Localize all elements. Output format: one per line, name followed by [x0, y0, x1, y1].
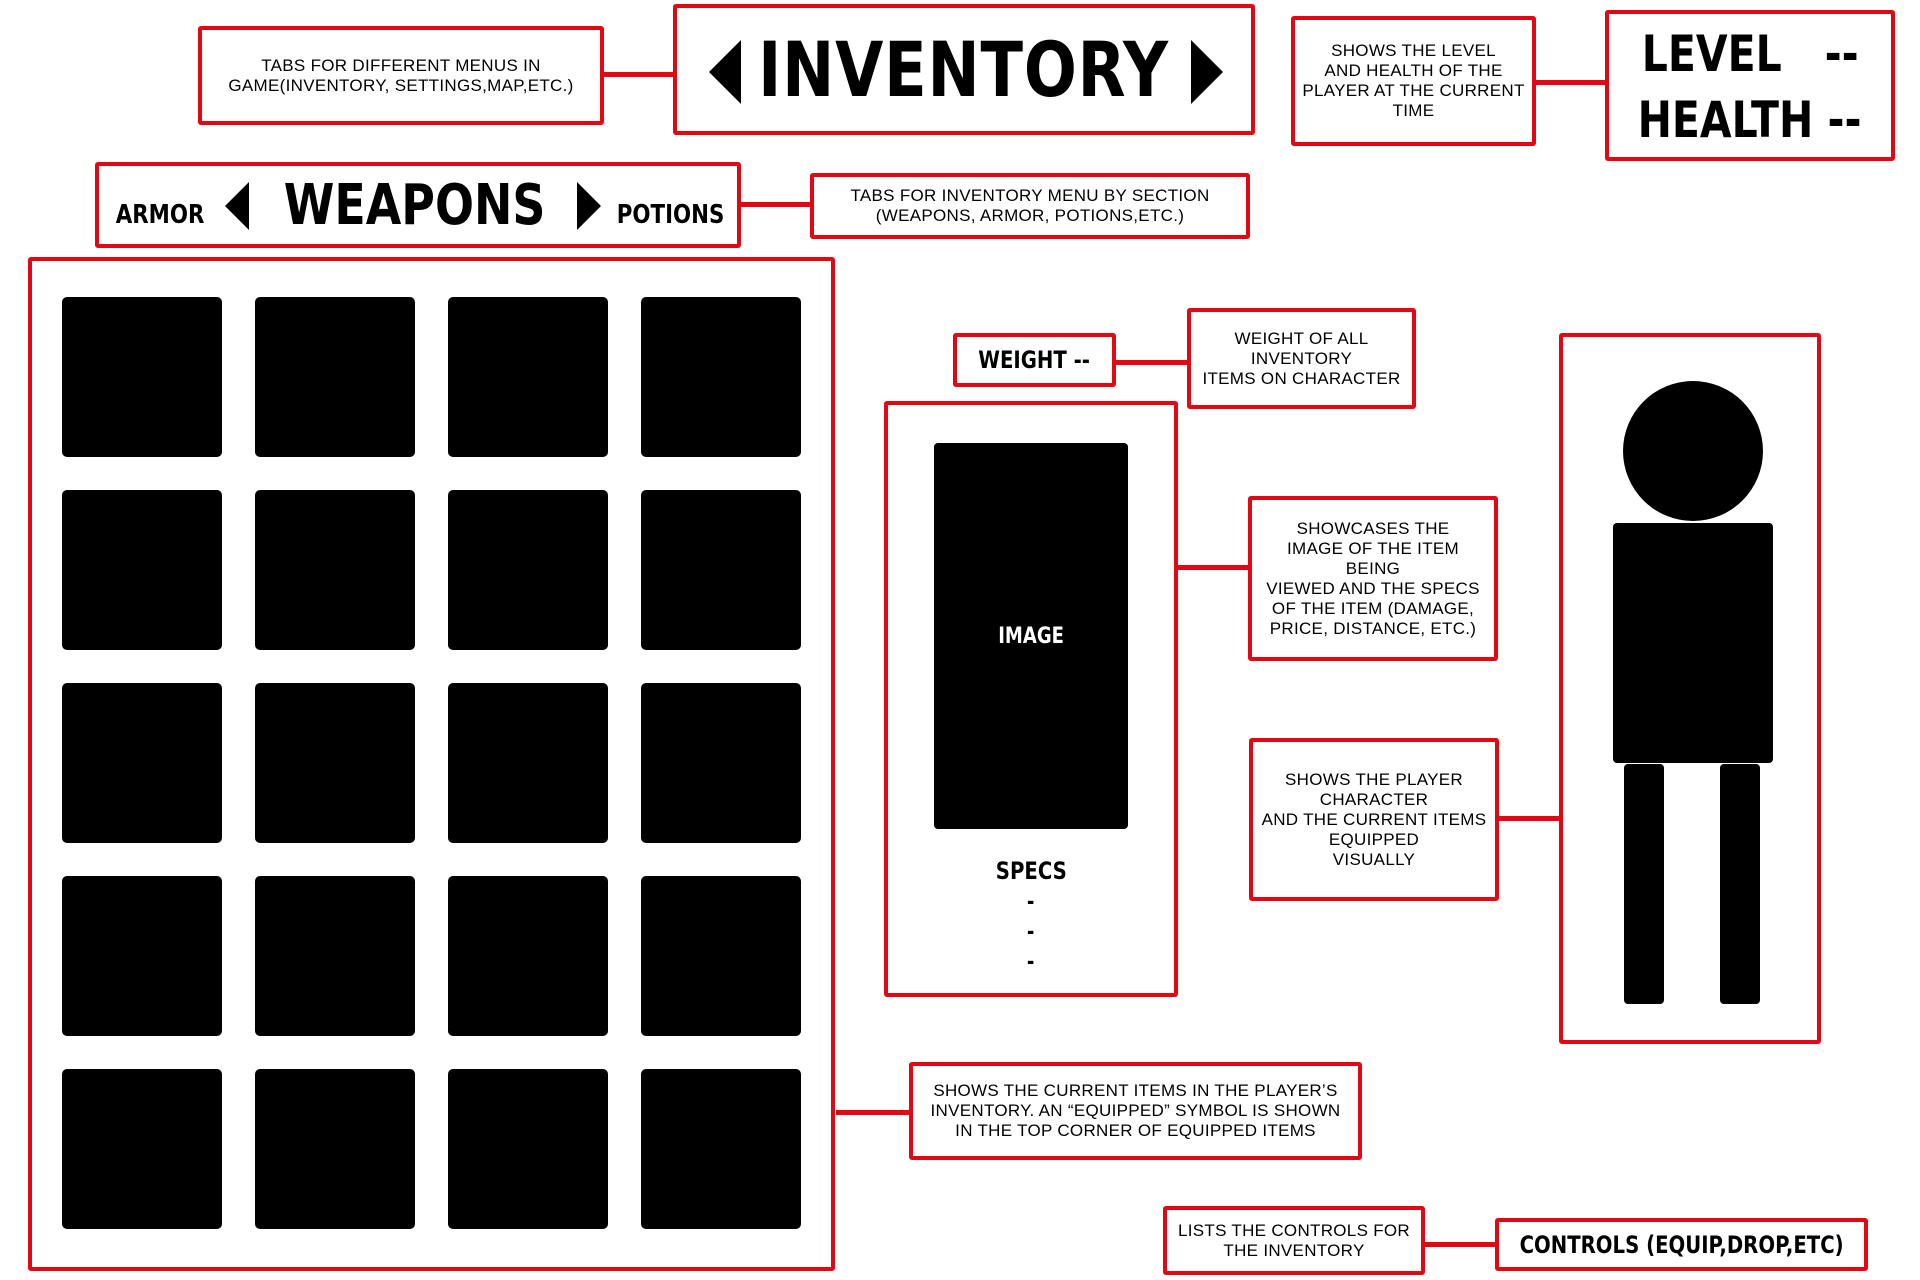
tab-armor[interactable]: ARMOR — [115, 200, 205, 230]
tab-weapons[interactable]: WEAPONS — [284, 172, 546, 238]
spec-line: - — [1027, 919, 1035, 945]
health-readout: HEALTH -- — [1638, 91, 1862, 149]
inventory-slot[interactable] — [62, 876, 222, 1036]
controls-label[interactable]: CONTROLS (EQUIP,DROP,ETC) — [1519, 1230, 1844, 1259]
inventory-grid — [32, 261, 831, 1267]
player-note-text: SHOWS THE PLAYER CHARACTER AND THE CURRE… — [1261, 769, 1487, 869]
weight-display: WEIGHT -- — [953, 333, 1116, 387]
level-health-note-text: SHOWS THE LEVEL AND HEALTH OF THE PLAYER… — [1302, 41, 1525, 120]
inventory-slot[interactable] — [641, 1069, 801, 1229]
main-menu-tab-bar: INVENTORY — [673, 4, 1255, 135]
character-torso — [1613, 523, 1773, 763]
inventory-slot[interactable] — [255, 876, 415, 1036]
controls-note: LISTS THE CONTROLS FOR THE INVENTORY — [1163, 1206, 1425, 1275]
inventory-slot[interactable] — [62, 683, 222, 843]
inventory-slot[interactable] — [448, 683, 608, 843]
inventory-slot[interactable] — [255, 297, 415, 457]
inventory-slot[interactable] — [448, 876, 608, 1036]
connector-inventory-grid — [836, 1110, 912, 1115]
inventory-slot[interactable] — [255, 683, 415, 843]
inventory-slot[interactable] — [641, 876, 801, 1036]
inventory-slot[interactable] — [448, 1069, 608, 1229]
connector-level-health — [1532, 80, 1610, 85]
inventory-slot[interactable] — [641, 490, 801, 650]
level-health-note: SHOWS THE LEVEL AND HEALTH OF THE PLAYER… — [1291, 16, 1536, 146]
section-tabs-note: TABS FOR INVENTORY MENU BY SECTION (WEAP… — [810, 173, 1250, 239]
previous-section-arrow-icon[interactable] — [225, 182, 249, 230]
previous-menu-arrow-icon[interactable] — [709, 40, 741, 104]
weight-note-text: WEIGHT OF ALL INVENTORY ITEMS ON CHARACT… — [1202, 328, 1401, 388]
inventory-slot[interactable] — [62, 490, 222, 650]
inventory-slot[interactable] — [448, 490, 608, 650]
inventory-grid-panel — [28, 257, 835, 1271]
showcase-note: SHOWCASES THE IMAGE OF THE ITEM BEING VI… — [1248, 496, 1498, 661]
level-health-display: LEVEL -- HEALTH -- — [1605, 10, 1895, 161]
next-menu-arrow-icon[interactable] — [1191, 40, 1223, 104]
weight-note: WEIGHT OF ALL INVENTORY ITEMS ON CHARACT… — [1187, 308, 1416, 409]
inventory-grid-note-text: SHOWS THE CURRENT ITEMS IN THE PLAYER’S … — [930, 1081, 1341, 1140]
spec-line: - — [1027, 949, 1035, 975]
character-right-leg — [1720, 764, 1760, 1004]
connector-weight — [1114, 360, 1190, 365]
weight-readout: WEIGHT -- — [978, 346, 1091, 374]
player-character-panel — [1559, 333, 1821, 1044]
inventory-slot[interactable] — [641, 683, 801, 843]
connector-menu-tabs — [600, 72, 676, 77]
character-left-leg — [1624, 764, 1664, 1004]
controls-note-text: LISTS THE CONTROLS FOR THE INVENTORY — [1177, 1220, 1411, 1260]
inventory-grid-note: SHOWS THE CURRENT ITEMS IN THE PLAYER’S … — [909, 1062, 1362, 1160]
menu-tabs-note-text: TABS FOR DIFFERENT MENUS IN GAME(INVENTO… — [228, 55, 574, 95]
inventory-slot[interactable] — [255, 1069, 415, 1229]
inventory-slot[interactable] — [641, 297, 801, 457]
inventory-slot[interactable] — [448, 297, 608, 457]
connector-section-tabs — [738, 202, 814, 207]
menu-tabs-note: TABS FOR DIFFERENT MENUS IN GAME(INVENTO… — [198, 26, 604, 125]
connector-controls — [1422, 1242, 1498, 1247]
showcase-note-text: SHOWCASES THE IMAGE OF THE ITEM BEING VI… — [1266, 518, 1480, 638]
connector-player — [1498, 816, 1562, 821]
main-menu-title: INVENTORY — [758, 25, 1170, 114]
section-tab-bar: ARMOR WEAPONS POTIONS — [95, 162, 741, 248]
item-image-label: IMAGE — [998, 623, 1064, 649]
inventory-slot[interactable] — [62, 1069, 222, 1229]
player-note: SHOWS THE PLAYER CHARACTER AND THE CURRE… — [1249, 738, 1499, 901]
inventory-slot[interactable] — [62, 297, 222, 457]
controls-bar: CONTROLS (EQUIP,DROP,ETC) — [1495, 1218, 1868, 1271]
connector-showcase — [1176, 565, 1252, 570]
specs-title: SPECS — [995, 857, 1067, 885]
item-detail-panel: IMAGE SPECS - - - — [884, 401, 1178, 997]
next-section-arrow-icon[interactable] — [577, 182, 601, 230]
item-image: IMAGE — [934, 443, 1128, 829]
level-readout: LEVEL -- — [1641, 25, 1859, 83]
tab-potions[interactable]: POTIONS — [617, 200, 725, 230]
inventory-slot[interactable] — [255, 490, 415, 650]
section-tabs-note-text: TABS FOR INVENTORY MENU BY SECTION (WEAP… — [850, 186, 1210, 225]
character-head — [1623, 381, 1763, 521]
spec-line: - — [1027, 889, 1035, 915]
